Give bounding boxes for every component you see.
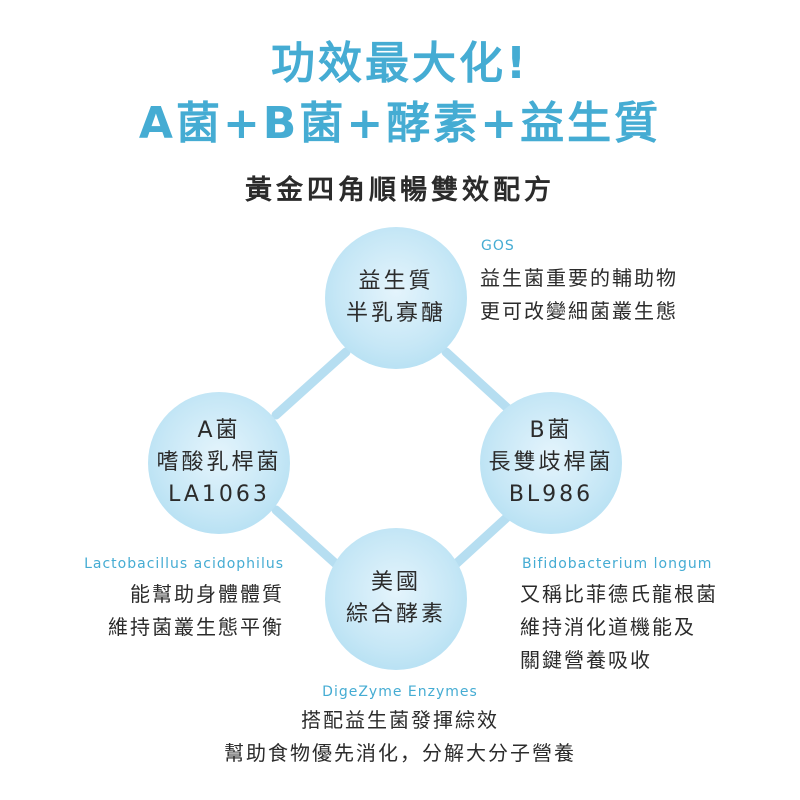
- node-text: 長雙歧桿菌: [488, 450, 614, 475]
- description-line: 又稱比菲德氏龍根菌: [520, 582, 718, 606]
- node-text: 益生質: [358, 269, 434, 294]
- bl-description: 又稱比菲德氏龍根菌 維持消化道機能及 關鍵營養吸收: [520, 578, 718, 677]
- description-line: 幫助食物優先消化，分解大分子營養: [224, 741, 576, 765]
- node-prebiotic-gos: 益生質 半乳寡醣: [325, 227, 467, 369]
- node-a-bacteria: A菌 嗜酸乳桿菌 LA1063: [148, 392, 290, 534]
- description-line: 益生菌重要的輔助物: [480, 266, 678, 290]
- node-text: A菌: [197, 418, 241, 443]
- bl-species-label: Bifidobacterium longum: [522, 556, 713, 572]
- subtitle: 黃金四角順暢雙效配方: [245, 175, 555, 206]
- description-line: 關鍵營養吸收: [520, 648, 652, 672]
- headline-line-1: 功效最大化!: [270, 38, 530, 89]
- description-line: 更可改變細菌叢生態: [480, 299, 678, 323]
- headline-line-2: A菌+B菌+酵素+益生質: [138, 98, 662, 149]
- node-text: B菌: [529, 418, 573, 443]
- connector-top-left: [271, 347, 351, 420]
- node-text: 半乳寡醣: [345, 301, 446, 326]
- node-text: BL986: [508, 482, 594, 507]
- description-line: 維持菌叢生態平衡: [108, 615, 284, 639]
- description-line: 能幫助身體體質: [130, 582, 284, 606]
- node-enzymes: 美國 綜合酵素: [325, 528, 467, 670]
- node-text: LA1063: [168, 482, 270, 507]
- description-line: 維持消化道機能及: [520, 615, 696, 639]
- la-description: 能幫助身體體質 維持菌叢生態平衡: [84, 578, 284, 644]
- node-b-bacteria: B菌 長雙歧桿菌 BL986: [480, 392, 622, 534]
- node-text: 美國: [370, 570, 421, 595]
- node-text: 綜合酵素: [345, 602, 446, 627]
- enzyme-label: DigeZyme Enzymes: [322, 684, 478, 700]
- connector-right-bottom: [441, 505, 520, 578]
- gos-description: 益生菌重要的輔助物 更可改變細菌叢生態: [480, 262, 678, 328]
- description-line: 搭配益生菌發揮綜效: [301, 708, 499, 732]
- enzyme-description: 搭配益生菌發揮綜效 幫助食物優先消化，分解大分子營養: [0, 704, 800, 770]
- connector-top-right: [441, 347, 520, 420]
- node-text: 嗜酸乳桿菌: [156, 450, 282, 475]
- la-species-label: Lactobacillus acidophilus: [84, 556, 284, 572]
- gos-label: GOS: [481, 238, 515, 254]
